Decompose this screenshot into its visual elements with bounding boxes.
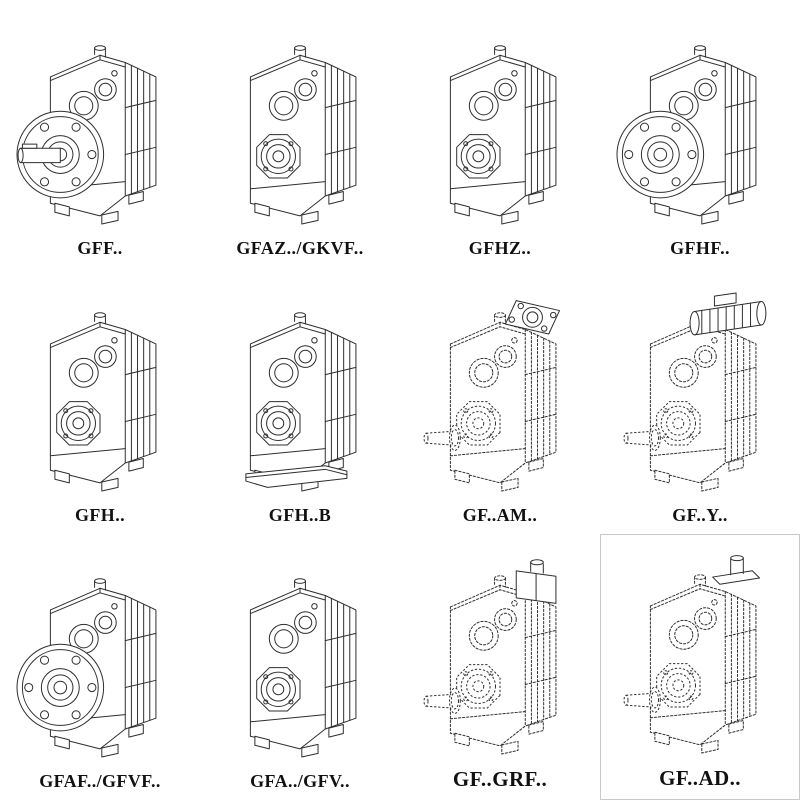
output-stub-shaft [623, 686, 661, 713]
gear-housing [49, 312, 157, 492]
hollow-shaft-boss [456, 401, 501, 446]
cell-gf-ad: GF..AD.. [600, 534, 800, 800]
gear-housing [449, 312, 557, 492]
gfh-b-label: GFH..B [268, 505, 332, 525]
hollow-shaft-boss [656, 401, 701, 446]
motor-block [689, 292, 767, 336]
cell-gfhf: GFHF.. [600, 0, 800, 267]
gf-ad-label: GF..AD.. [659, 766, 741, 790]
cell-gfa-gfv: GFA../GFV.. [200, 534, 400, 800]
gff-label: GFF.. [77, 238, 123, 258]
cell-gfaf-gfvf: GFAF../GFVF.. [0, 534, 200, 800]
gfaf-gfvf-drawing [16, 578, 157, 758]
gfhf-drawing [616, 45, 757, 225]
cell-gf-y: GF..Y.. [600, 267, 800, 534]
hollow-shaft-boss [456, 134, 501, 179]
gf-ad-drawing [623, 555, 761, 754]
input-shaft-adapter [712, 555, 761, 585]
gfhz-label: GFHZ.. [468, 238, 532, 258]
hollow-shaft-boss [256, 134, 301, 179]
gf-y-drawing [623, 292, 767, 492]
hollow-shaft-boss [256, 667, 301, 712]
gfhz-drawing [449, 45, 557, 225]
gf-am-label: GF..AM.. [462, 505, 538, 525]
cell-gf-grf: GF..GRF.. [400, 534, 600, 800]
gfh-label: GFH.. [75, 505, 125, 525]
output-stub-shaft [623, 424, 661, 451]
gf-am-drawing [423, 300, 561, 492]
gfaf-gfvf-label: GFAF../GFVF.. [39, 771, 161, 791]
hollow-shaft-boss [256, 401, 301, 446]
output-flange [16, 643, 105, 732]
gfhf-label: GFHF.. [670, 238, 730, 258]
gf-grf-label: GF..GRF.. [452, 767, 548, 791]
gfh-drawing [49, 312, 157, 492]
cell-gfaz-gkvf: GFAZ../GKVF.. [200, 0, 400, 267]
hollow-shaft-boss [456, 664, 501, 709]
gear-housing [249, 578, 357, 758]
gfaz-gkvf-label: GFAZ../GKVF.. [236, 238, 364, 258]
gear-housing [249, 312, 357, 492]
gfh-b-drawing [245, 312, 357, 492]
gfa-gfv-drawing [249, 578, 357, 758]
output-stub-shaft [423, 687, 461, 714]
gear-housing [649, 574, 757, 754]
cell-gfhz: GFHZ.. [400, 0, 600, 267]
hollow-shaft-boss [656, 663, 701, 708]
gear-housing [649, 312, 757, 492]
output-stub-shaft [423, 424, 461, 451]
gear-housing [449, 575, 557, 755]
hollow-shaft-boss [56, 401, 101, 446]
gear-housing [249, 45, 357, 225]
cell-gfh-b: GFH..B [200, 267, 400, 534]
output-flange [616, 110, 705, 199]
cell-gfh: GFH.. [0, 267, 200, 534]
gfaz-gkvf-drawing [249, 45, 357, 225]
gf-y-label: GF..Y.. [672, 505, 728, 525]
gear-housing [449, 45, 557, 225]
gff-drawing [16, 45, 157, 225]
input-adapter-box [515, 559, 557, 604]
gf-grf-drawing [423, 559, 557, 755]
cell-gf-am: GF..AM.. [400, 267, 600, 534]
cell-gff: GFF.. [0, 0, 200, 267]
gfa-gfv-label: GFA../GFV.. [250, 771, 350, 791]
